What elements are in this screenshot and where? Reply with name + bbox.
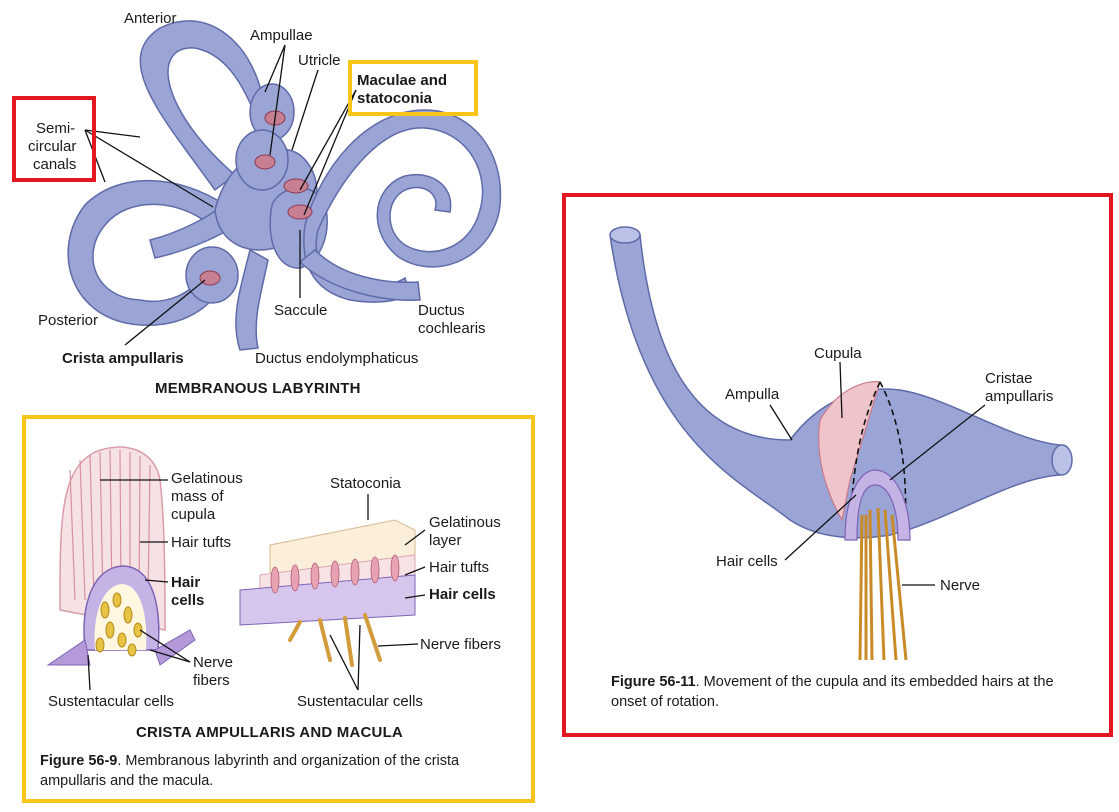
crista-ampullaris-drawing — [46, 446, 196, 666]
label-hair-tufts-right: Hair tufts — [429, 559, 490, 576]
crista-macula-leader-lines — [87, 479, 426, 691]
membranous-labyrinth-title: MEMBRANOUS LABYRINTH — [155, 380, 361, 397]
label-sustentacular-left: Sustentacular cells — [48, 693, 174, 710]
ampulla-leader-lines — [769, 361, 986, 586]
label-hair-cells-ampulla: Hair cells — [716, 553, 778, 570]
figure-56-9-caption: Figure 56-9. Membranous labyrinth and or… — [40, 751, 510, 791]
label-semi-line2: circular — [28, 138, 77, 155]
label-gelatinous-layer-2: layer — [429, 532, 462, 549]
label-gelatinous-2: mass of — [171, 488, 224, 505]
label-maculae-line1: Maculae and — [357, 72, 448, 89]
label-statoconia: Statoconia — [330, 475, 401, 492]
label-crista-ampullaris: Crista ampullaris — [62, 350, 184, 367]
figure-56-11-caption: Figure 56-11. Movement of the cupula and… — [611, 672, 1086, 712]
label-ductus-cochlearis-2: cochlearis — [418, 320, 486, 337]
label-cristae-1: Cristae — [985, 370, 1033, 387]
label-hair-cells-left-2: cells — [171, 592, 205, 609]
label-gelatinous-3: cupula — [171, 506, 216, 523]
label-gelatinous-layer-1: Gelatinous — [429, 514, 501, 531]
maculae-highlight — [348, 60, 478, 116]
label-nerve-fibers-left-2: fibers — [193, 672, 230, 689]
label-ampullae: Ampullae — [250, 27, 313, 44]
figure-56-11-number: Figure 56-11 — [611, 674, 696, 690]
label-cupula: Cupula — [814, 345, 862, 362]
label-ductus-endolymphaticus: Ductus endolymphaticus — [255, 350, 419, 367]
label-nerve: Nerve — [940, 577, 981, 594]
figure-56-9-number: Figure 56-9 — [40, 753, 118, 769]
label-semi-line3: canals — [33, 156, 77, 173]
label-anterior: Anterior — [124, 10, 177, 27]
label-sustentacular-right: Sustentacular cells — [297, 693, 423, 710]
semicircular-canals-highlight — [12, 96, 96, 182]
label-maculae-line2: statoconia — [357, 90, 433, 107]
label-posterior: Posterior — [38, 312, 99, 329]
crista-macula-frame — [22, 415, 535, 803]
label-nerve-fibers-right: Nerve fibers — [420, 636, 501, 653]
label-gelatinous-1: Gelatinous — [171, 470, 243, 487]
figure-56-9-text: . Membranous labyrinth and organization … — [40, 753, 460, 789]
label-cristae-2: ampullaris — [985, 388, 1054, 405]
figure-56-11-text: . Movement of the cupula and its embedde… — [611, 674, 1054, 710]
ampulla-figure-frame — [562, 193, 1113, 737]
label-utricle: Utricle — [298, 52, 341, 69]
label-nerve-fibers-left-1: Nerve — [193, 654, 234, 671]
label-hair-cells-left-1: Hair — [171, 574, 201, 591]
macula-drawing — [239, 519, 416, 667]
label-hair-tufts-left: Hair tufts — [171, 534, 232, 551]
label-ampulla: Ampulla — [725, 386, 780, 403]
label-saccule: Saccule — [274, 302, 328, 319]
crista-macula-title: CRISTA AMPULLARIS AND MACULA — [136, 724, 403, 741]
label-semi-line1: Semi- — [36, 120, 76, 137]
label-hair-cells-right: Hair cells — [429, 586, 496, 603]
ampulla-drawing — [609, 226, 1073, 661]
label-ductus-cochlearis-1: Ductus — [418, 302, 465, 319]
